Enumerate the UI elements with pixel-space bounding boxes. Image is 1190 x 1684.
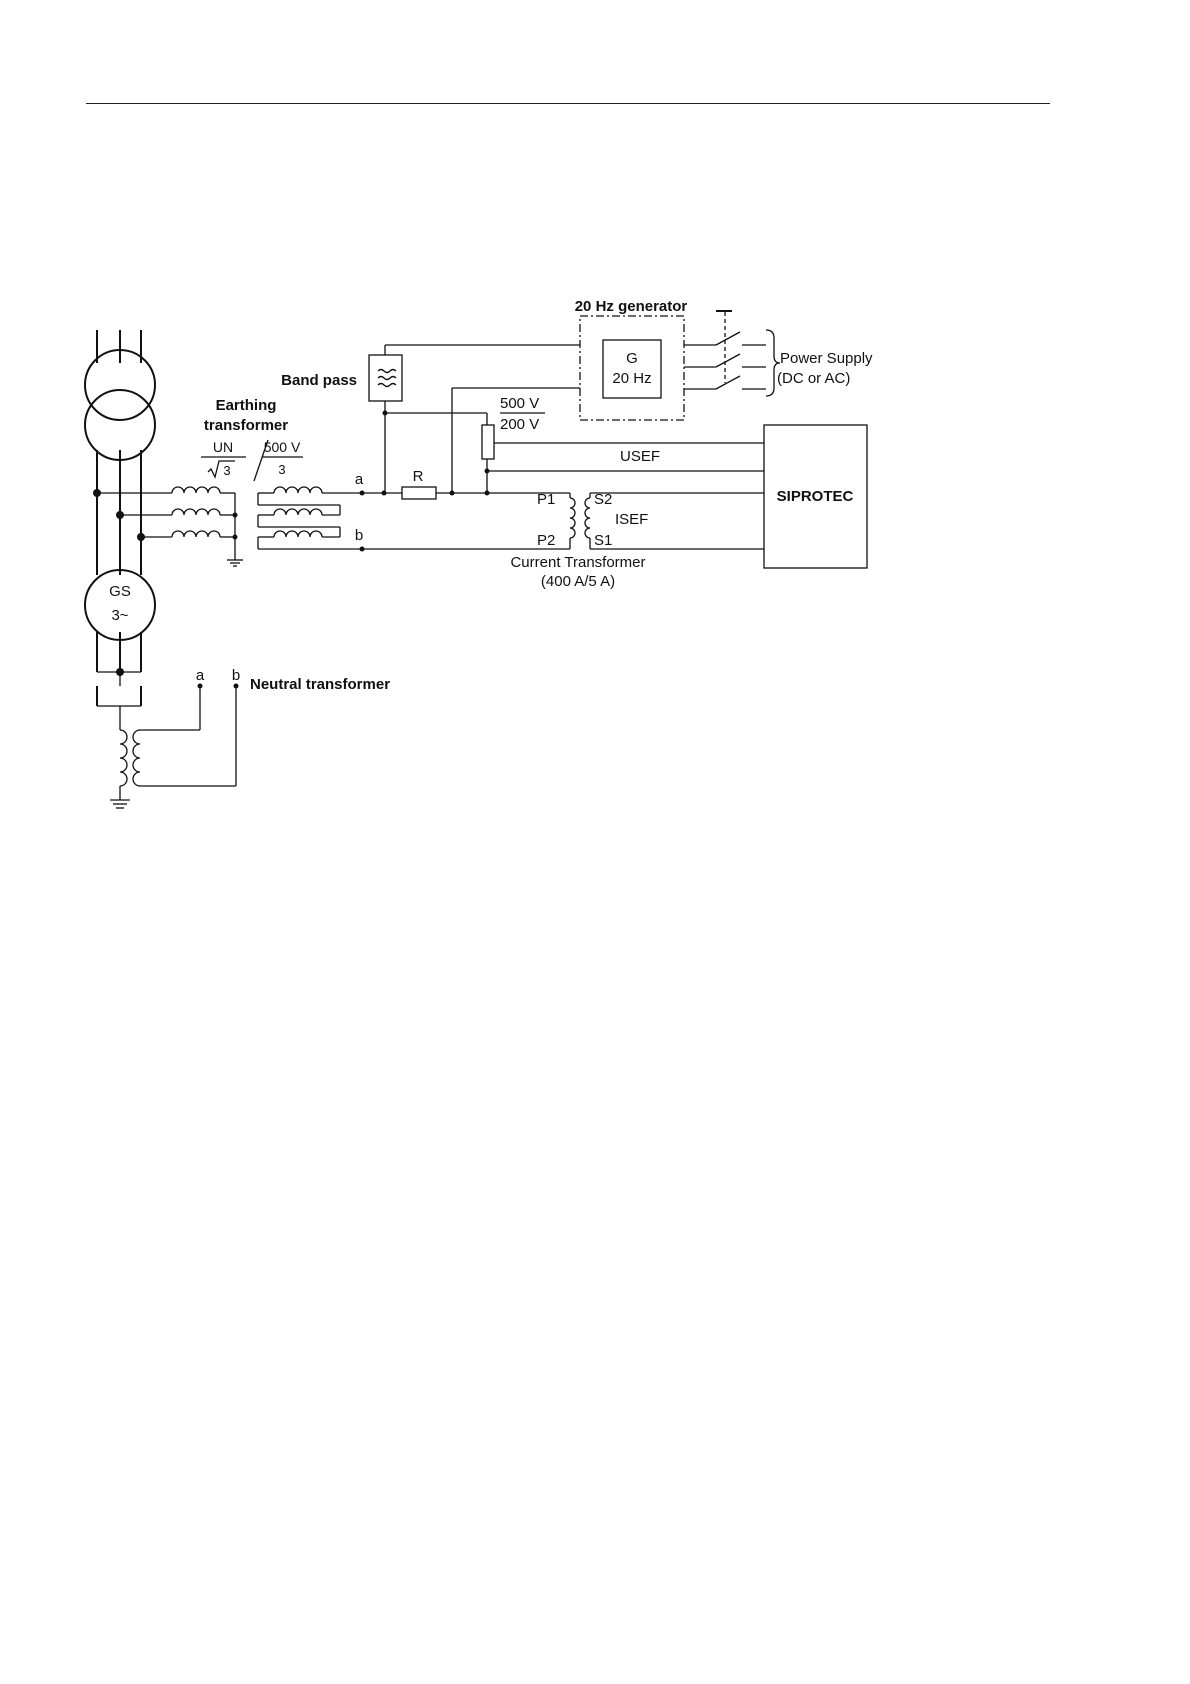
ratio-un: UN	[213, 439, 233, 455]
terminal-b-label: b	[355, 527, 363, 544]
isef-label: ISEF	[615, 511, 648, 528]
voltage-divider: 500 V 200 V USEF	[452, 388, 764, 493]
current-transformer: P1 P2 S2 S1 ISEF Current Transformer (40…	[510, 491, 764, 590]
earthing-transformer: Earthing transformer UN 3 500 V 3	[93, 397, 362, 566]
neutral-terminal-b: b	[232, 667, 240, 684]
ct-p2-label: P2	[537, 532, 555, 549]
main-transformer-symbol	[85, 350, 155, 460]
generator-20hz-title: 20 Hz generator	[575, 298, 688, 315]
divider-top-label: 500 V	[500, 395, 539, 412]
ct-title-label: Current Transformer	[510, 554, 645, 571]
generator-label: GS	[109, 583, 131, 600]
power-supply-switches: Power Supply (DC or AC)	[684, 311, 873, 396]
generator-phase-label: 3~	[111, 607, 128, 624]
siprotec-label: SIPROTEC	[777, 488, 854, 505]
power-supply-type-label: (DC or AC)	[777, 370, 850, 387]
band-pass-label: Band pass	[281, 372, 357, 389]
ratio-3: 3	[278, 462, 285, 477]
generator-freq-label: 20 Hz	[612, 370, 651, 387]
ratio-500v: 500 V	[264, 439, 301, 455]
generator-g-label: G	[626, 350, 638, 367]
20hz-generator: 20 Hz generator G 20 Hz	[575, 298, 688, 420]
divider-bottom-label: 200 V	[500, 416, 539, 433]
terminal-a-label: a	[355, 471, 364, 488]
ct-s1-label: S1	[594, 532, 612, 549]
siprotec-relay: SIPROTEC	[764, 425, 867, 568]
earthing-title-1: Earthing	[216, 397, 277, 414]
neutral-transformer-label: Neutral transformer	[250, 676, 390, 693]
ct-p1-label: P1	[537, 491, 555, 508]
ratio-sqrt3: 3	[223, 463, 230, 478]
neutral-transformer: a b Neutral transformer	[110, 667, 390, 808]
neutral-terminal-a: a	[196, 667, 205, 684]
generator-symbol: GS 3~	[85, 570, 155, 640]
earthing-title-2: transformer	[204, 417, 288, 434]
usef-label: USEF	[620, 448, 660, 465]
resistor-label: R	[413, 468, 424, 485]
ct-ratio-label: (400 A/5 A)	[541, 573, 615, 590]
power-supply-label: Power Supply	[780, 350, 873, 367]
